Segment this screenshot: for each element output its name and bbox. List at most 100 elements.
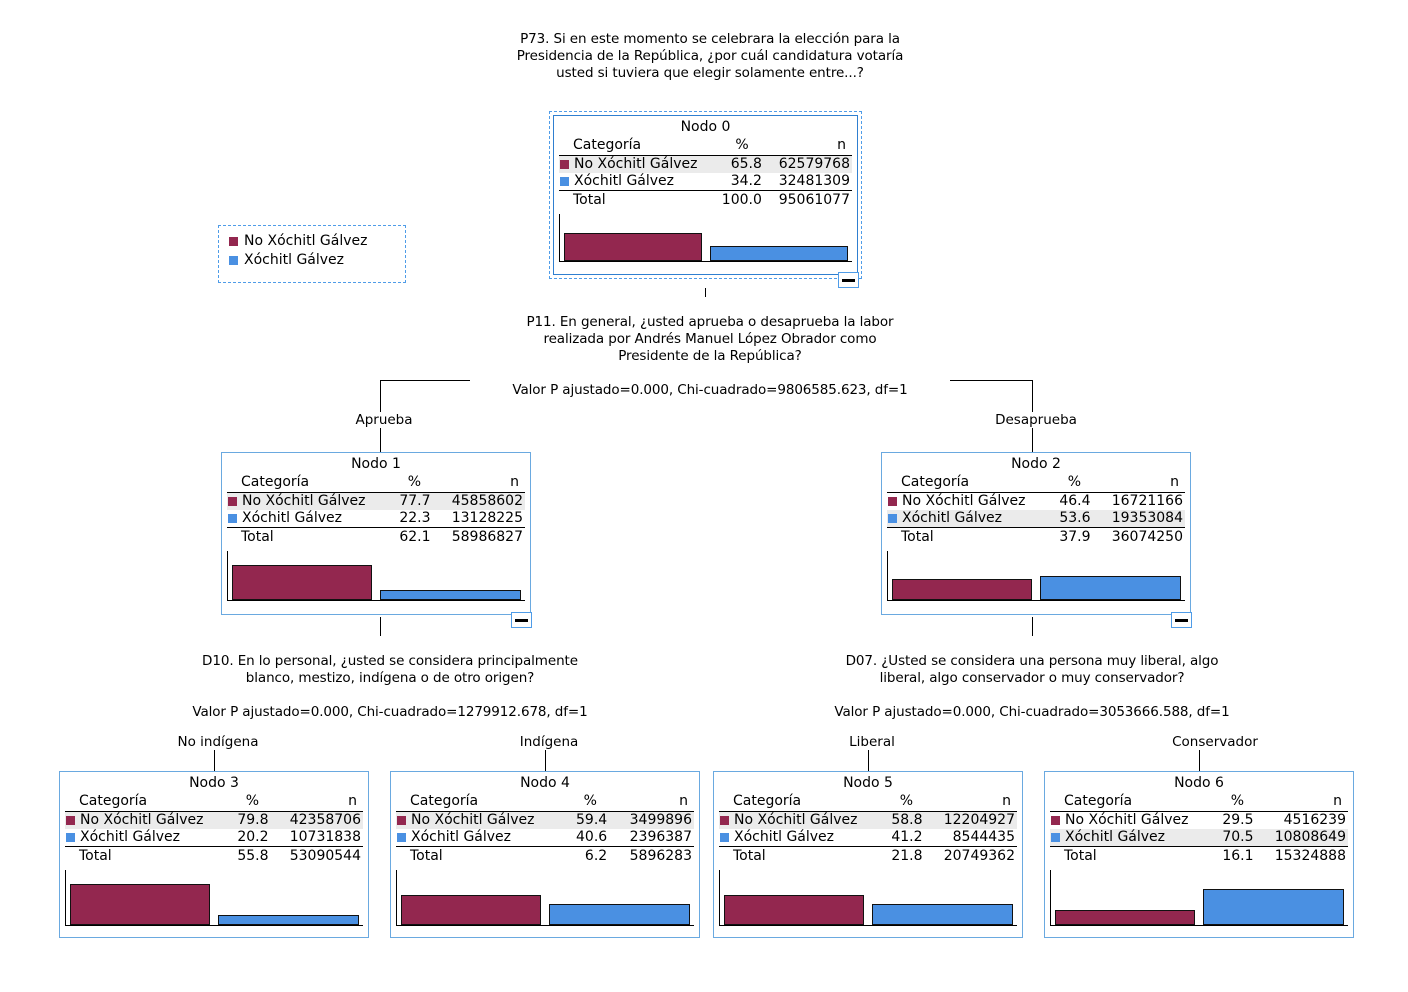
percent-cell: 77.7 <box>391 492 438 510</box>
percent-cell: 34.2 <box>730 173 762 189</box>
bar-1 <box>563 232 702 261</box>
category-label: Xóchitl Gálvez <box>242 510 343 526</box>
bar-1 <box>723 895 865 925</box>
collapse-button-node-1[interactable] <box>511 612 532 628</box>
total-percent: 55.8 <box>229 846 276 865</box>
category-swatch-icon <box>397 816 406 825</box>
node-title: Nodo 5 <box>843 775 893 791</box>
bar-2 <box>380 589 521 600</box>
category-cell: No Xóchitl Gálvez <box>887 493 1051 511</box>
total-percent: 37.9 <box>1051 527 1098 546</box>
bar-2 <box>218 914 359 925</box>
legend-item: Xóchitl Gálvez <box>229 251 393 270</box>
total-count: 95061077 <box>768 190 852 209</box>
legend-label: Xóchitl Gálvez <box>244 252 345 268</box>
category-swatch-icon <box>66 816 75 825</box>
column-header-n: n <box>768 137 852 156</box>
bar-1 <box>231 565 373 600</box>
bar-2 <box>549 904 690 925</box>
percent-cell: 65.8 <box>715 155 769 173</box>
percent-cell: 22.3 <box>399 510 431 526</box>
total-percent: 6.2 <box>566 846 615 865</box>
category-swatch-icon <box>228 514 237 523</box>
category-swatch-icon <box>1051 833 1060 842</box>
category-label: No Xóchitl Gálvez <box>242 493 366 509</box>
category-label: Xóchitl Gálvez <box>574 173 675 189</box>
edge-label-conservador: Conservador <box>1140 734 1290 750</box>
edge-label-aprueba: Aprueba <box>330 412 438 428</box>
category-cell: Xóchitl Gálvez <box>1050 829 1215 847</box>
category-cell: No Xóchitl Gálvez <box>65 811 230 829</box>
percent-cell: 40.6 <box>576 829 608 845</box>
total-count: 5896283 <box>614 846 694 865</box>
count-cell: 8544435 <box>952 829 1015 845</box>
bar-1 <box>69 884 211 925</box>
legend-label: No Xóchitl Gálvez <box>244 233 368 249</box>
category-label: No Xóchitl Gálvez <box>902 493 1026 509</box>
count-cell: 3499896 <box>614 811 694 829</box>
percent-cell: 59.4 <box>566 811 615 829</box>
split-stats: Valor P ajustado=0.000, Chi-cuadrado=127… <box>192 704 588 720</box>
column-header-pct: % <box>883 793 930 812</box>
category-cell: Xóchitl Gálvez <box>559 173 715 191</box>
collapse-button-node-2[interactable] <box>1171 612 1192 628</box>
percent-cell: 58.8 <box>883 811 930 829</box>
node-title: Nodo 4 <box>520 775 570 791</box>
column-header-cat: Categoría <box>1050 793 1215 812</box>
legend-swatch-xochitl-galvez <box>229 256 238 265</box>
edge-label-indigena: Indígena <box>493 734 605 750</box>
total-label: Total <box>719 846 884 865</box>
column-header-pct: % <box>1214 793 1261 812</box>
total-label: Total <box>65 846 230 865</box>
category-cell: No Xóchitl Gálvez <box>396 811 567 829</box>
split-caption-d07: D07. ¿Usted se considera una persona muy… <box>795 636 1269 738</box>
node-bar-chart <box>887 551 1185 601</box>
edge-label-desaprueba: Desaprueba <box>972 412 1100 428</box>
total-count: 58986827 <box>437 527 525 546</box>
table-header-row: Categoría%n <box>65 793 363 812</box>
collapse-button-node-0[interactable] <box>838 272 859 288</box>
percent-cell: 70.5 <box>1214 829 1261 847</box>
column-header-n: n <box>1097 474 1185 493</box>
split-question: D07. ¿Usted se considera una persona muy… <box>845 653 1219 686</box>
total-label: Total <box>396 846 567 865</box>
category-label: Xóchitl Gálvez <box>1065 829 1166 845</box>
category-cell: Xóchitl Gálvez <box>227 510 391 528</box>
column-header-pct: % <box>566 793 615 812</box>
category-label: No Xóchitl Gálvez <box>1065 812 1189 828</box>
legend-swatch-no-xochitl-galvez <box>229 237 238 246</box>
split-caption-d10: D10. En lo personal, ¿usted se considera… <box>155 636 625 738</box>
count-cell: 10808649 <box>1260 829 1348 847</box>
category-swatch-icon <box>888 514 897 523</box>
column-header-n: n <box>614 793 694 812</box>
node-title: Nodo 0 <box>680 119 731 135</box>
node-title: Nodo 1 <box>351 456 401 472</box>
column-header-n: n <box>929 793 1017 812</box>
category-cell: Xóchitl Gálvez <box>887 510 1052 528</box>
count-cell: 42358706 <box>275 811 363 829</box>
category-swatch-icon <box>560 160 569 169</box>
bar-1 <box>891 579 1033 600</box>
category-label: Xóchitl Gálvez <box>734 829 835 845</box>
